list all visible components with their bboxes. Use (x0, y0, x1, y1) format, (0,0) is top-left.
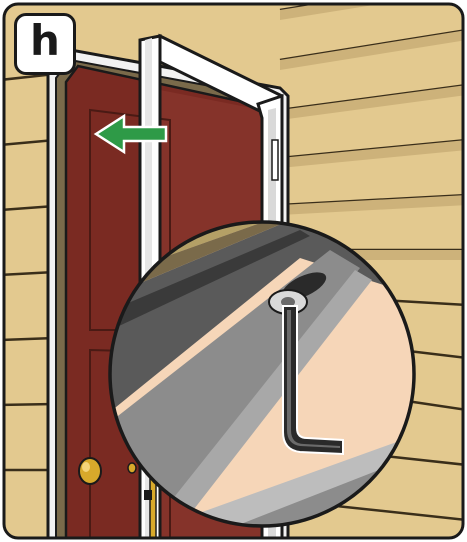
step-letter: h (30, 20, 60, 62)
step-label: h (14, 13, 76, 75)
